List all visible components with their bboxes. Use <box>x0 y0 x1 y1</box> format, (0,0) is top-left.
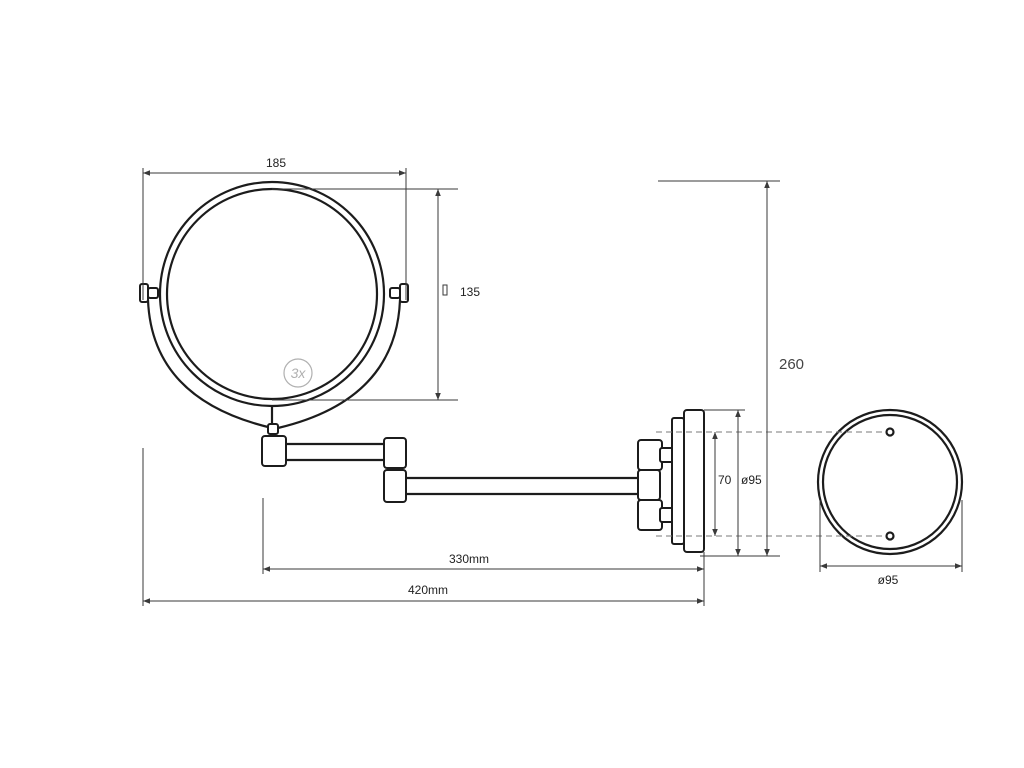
dimension-mirror-height: 135 <box>272 188 480 401</box>
dimension-label-185: 185 <box>266 156 286 170</box>
dimension-total-height: 260 <box>658 180 804 557</box>
mounting-hole-top <box>885 427 895 437</box>
wall-plate-front-view <box>816 408 964 556</box>
dimension-label-95-front: ø95 <box>878 573 899 587</box>
arm-joint-2-bottom <box>383 469 407 503</box>
wall-bracket-top <box>637 439 663 471</box>
extension-arm <box>261 409 705 553</box>
mirror-front-view: 3x <box>139 180 409 435</box>
dimension-label-70: 70 <box>718 473 732 487</box>
mirror-yoke <box>146 299 273 430</box>
projection-lines <box>656 431 886 537</box>
dimension-label-330: 330mm <box>449 552 489 566</box>
arm-joint-2-top <box>383 437 407 469</box>
mounting-hole-bottom <box>885 531 895 541</box>
dimension-arm-reach: 330mm <box>262 498 705 606</box>
mirror-glass <box>165 187 379 401</box>
pivot-knob-left <box>139 283 149 303</box>
arm-joint-3 <box>637 469 661 501</box>
dimension-label-420: 420mm <box>408 583 448 597</box>
wall-bracket-bottom <box>637 499 663 531</box>
pivot-knob-right <box>399 283 409 303</box>
wall-plate-outer <box>816 408 964 556</box>
wall-plate-inner-ring <box>821 413 959 551</box>
dimension-hole-spacing: 70 <box>712 432 732 536</box>
dimension-total-reach: 420mm <box>142 448 704 606</box>
dimension-135-marker <box>442 284 448 296</box>
arm-joint-1 <box>261 435 287 467</box>
dimension-plate-front: ø95 <box>819 500 963 587</box>
dimension-plate-side: ø95 <box>704 409 762 557</box>
dimension-label-260: 260 <box>779 356 804 373</box>
mirror-neck-joint <box>267 423 279 435</box>
wall-plate <box>683 409 705 553</box>
dimension-mirror-width: 185 <box>142 156 407 300</box>
wall-plate-inner <box>671 417 685 545</box>
dimension-label-95-side: ø95 <box>741 473 762 487</box>
magnification-label: 3x <box>291 365 307 381</box>
magnification-badge <box>283 358 313 388</box>
dimension-label-135: 135 <box>460 285 480 299</box>
mirror-outer-ring <box>158 180 386 408</box>
